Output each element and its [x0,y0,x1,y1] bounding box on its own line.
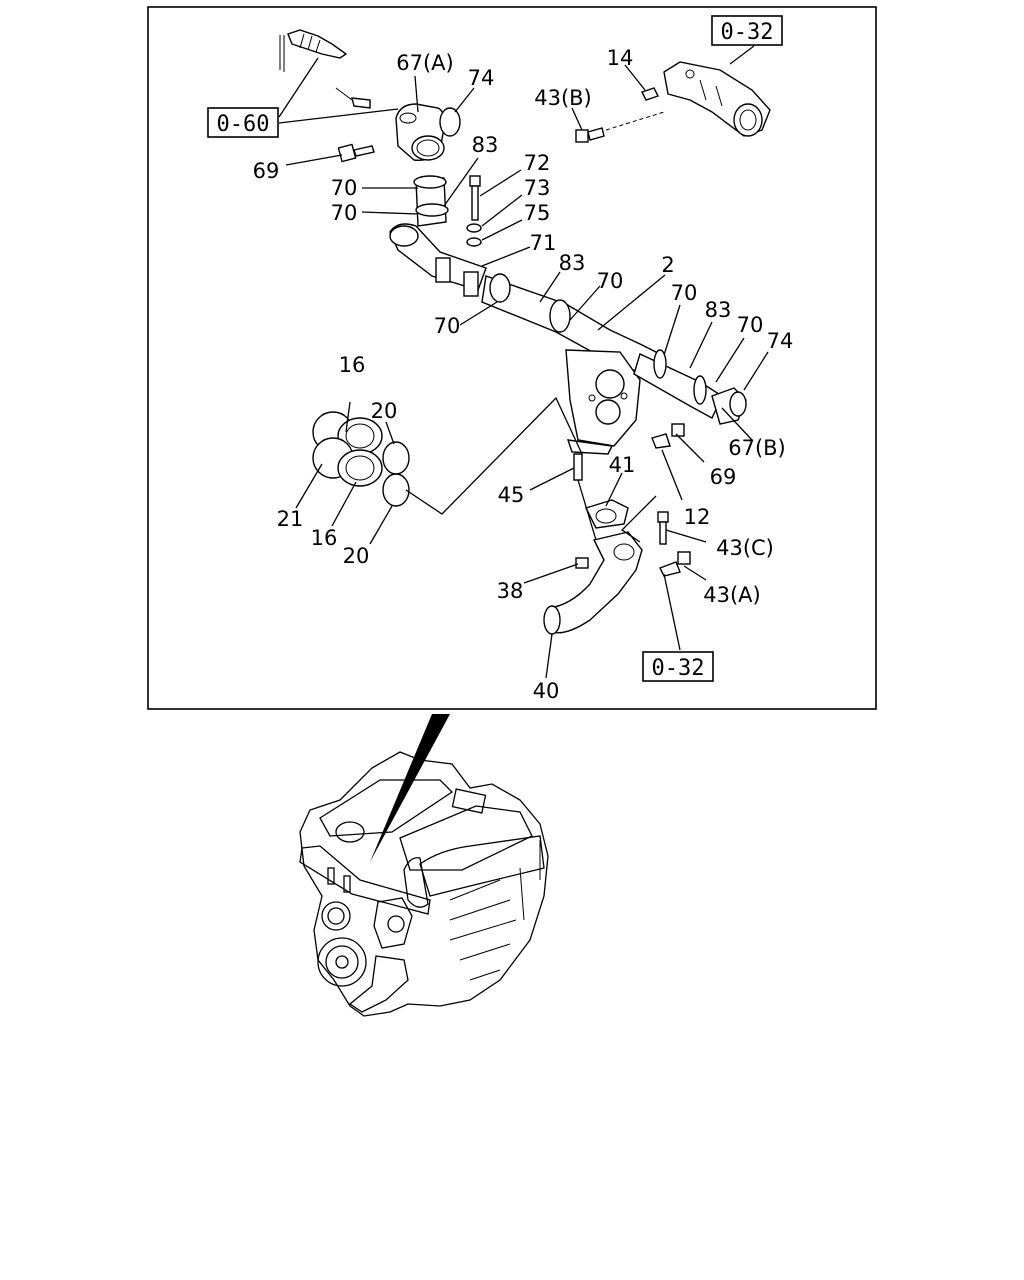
washer-75 [466,237,482,247]
reference-label-0-32-top: 0-32 [721,20,774,45]
bolt-69-top [337,143,375,163]
label-74-right: 74 [767,329,794,353]
label-43c: 43(C) [716,536,774,560]
reference-label-0-60: 0-60 [217,112,270,137]
bolt-43b [575,111,665,143]
label-70-c: 70 [597,269,624,293]
gasket-74-top [439,107,461,137]
bolt-14 [641,87,659,101]
label-69-top: 69 [253,159,280,183]
label-70-f: 70 [434,314,461,338]
label-40: 40 [533,679,560,703]
engine-overview [299,714,549,1017]
label-70-b: 70 [331,201,358,225]
thermostat-housing-67a [395,103,446,161]
label-71: 71 [530,231,557,255]
label-75: 75 [524,201,551,225]
water-pipe-2 [481,273,661,455]
reference-label-0-32-bottom: 0-32 [652,656,705,681]
label-16-upper: 16 [339,353,366,377]
reference-box-0-32-bottom[interactable]: 0-32 [642,651,714,682]
outlet-pipe-top [663,61,771,137]
o-ring-20-upper [382,441,410,475]
label-83-right: 83 [705,298,732,322]
callout-labels: 67(A) 74 14 43(B) 69 83 70 70 72 73 75 7… [253,46,794,703]
thermostat-16-lower [312,437,383,487]
label-69-right: 69 [710,465,737,489]
reference-box-0-60[interactable]: 0-60 [207,107,279,138]
label-83-middle: 83 [559,251,586,275]
label-43b: 43(B) [534,86,592,110]
label-70-a: 70 [331,176,358,200]
washer-73 [466,223,482,233]
label-74-top: 74 [468,66,495,90]
bolt-43c [657,511,669,545]
label-45: 45 [498,483,525,507]
leader-lines [285,45,769,679]
screw-part [335,87,371,109]
label-12: 12 [684,505,711,529]
label-72: 72 [524,151,551,175]
bolt-69-right [651,423,685,449]
bolt-72 [469,175,481,221]
label-70-d: 70 [671,281,698,305]
label-20-upper: 20 [371,399,398,423]
label-38: 38 [497,579,524,603]
sensor-part [279,29,348,72]
label-67a: 67(A) [396,51,453,75]
label-16-lower: 16 [311,526,338,550]
spacer-left [435,257,451,283]
hose-83-upper [413,175,449,227]
nut-38 [575,557,589,569]
diagram-frame [147,6,877,710]
bolt-43a [659,551,691,577]
hose-83-right [633,349,723,419]
label-43a: 43(A) [703,583,760,607]
reference-box-0-32-top[interactable]: 0-32 [711,15,783,46]
outlet-67b [711,387,747,425]
label-41: 41 [609,453,636,477]
stud-45 [573,453,583,481]
label-14: 14 [607,46,634,70]
spacer-71 [463,271,479,297]
label-70-e: 70 [737,313,764,337]
label-73: 73 [524,176,551,200]
inlet-pipe-40 [543,531,643,635]
label-67b: 67(B) [728,436,786,460]
label-21: 21 [277,507,304,531]
o-ring-20-lower [382,473,410,507]
label-83-upper: 83 [472,133,499,157]
bypass-pipe [389,223,487,291]
label-2: 2 [661,253,674,277]
label-20-lower: 20 [343,544,370,568]
